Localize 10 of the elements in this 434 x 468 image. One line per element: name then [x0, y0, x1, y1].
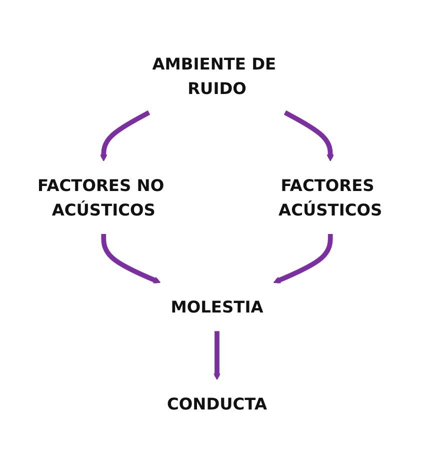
node-text: AMBIENTE DE RUIDO [152, 54, 276, 98]
arrow [213, 331, 221, 380]
arrow [284, 110, 334, 162]
arrow [100, 110, 150, 162]
arrow [273, 234, 333, 284]
node-text: CONDUCTA [166, 394, 268, 414]
arrow [101, 234, 161, 284]
node-text: FACTORES ACÚSTICOS [278, 176, 382, 220]
node-text: FACTORES NO ACÚSTICOS [38, 176, 164, 220]
node-text: MOLESTIA [170, 297, 264, 317]
